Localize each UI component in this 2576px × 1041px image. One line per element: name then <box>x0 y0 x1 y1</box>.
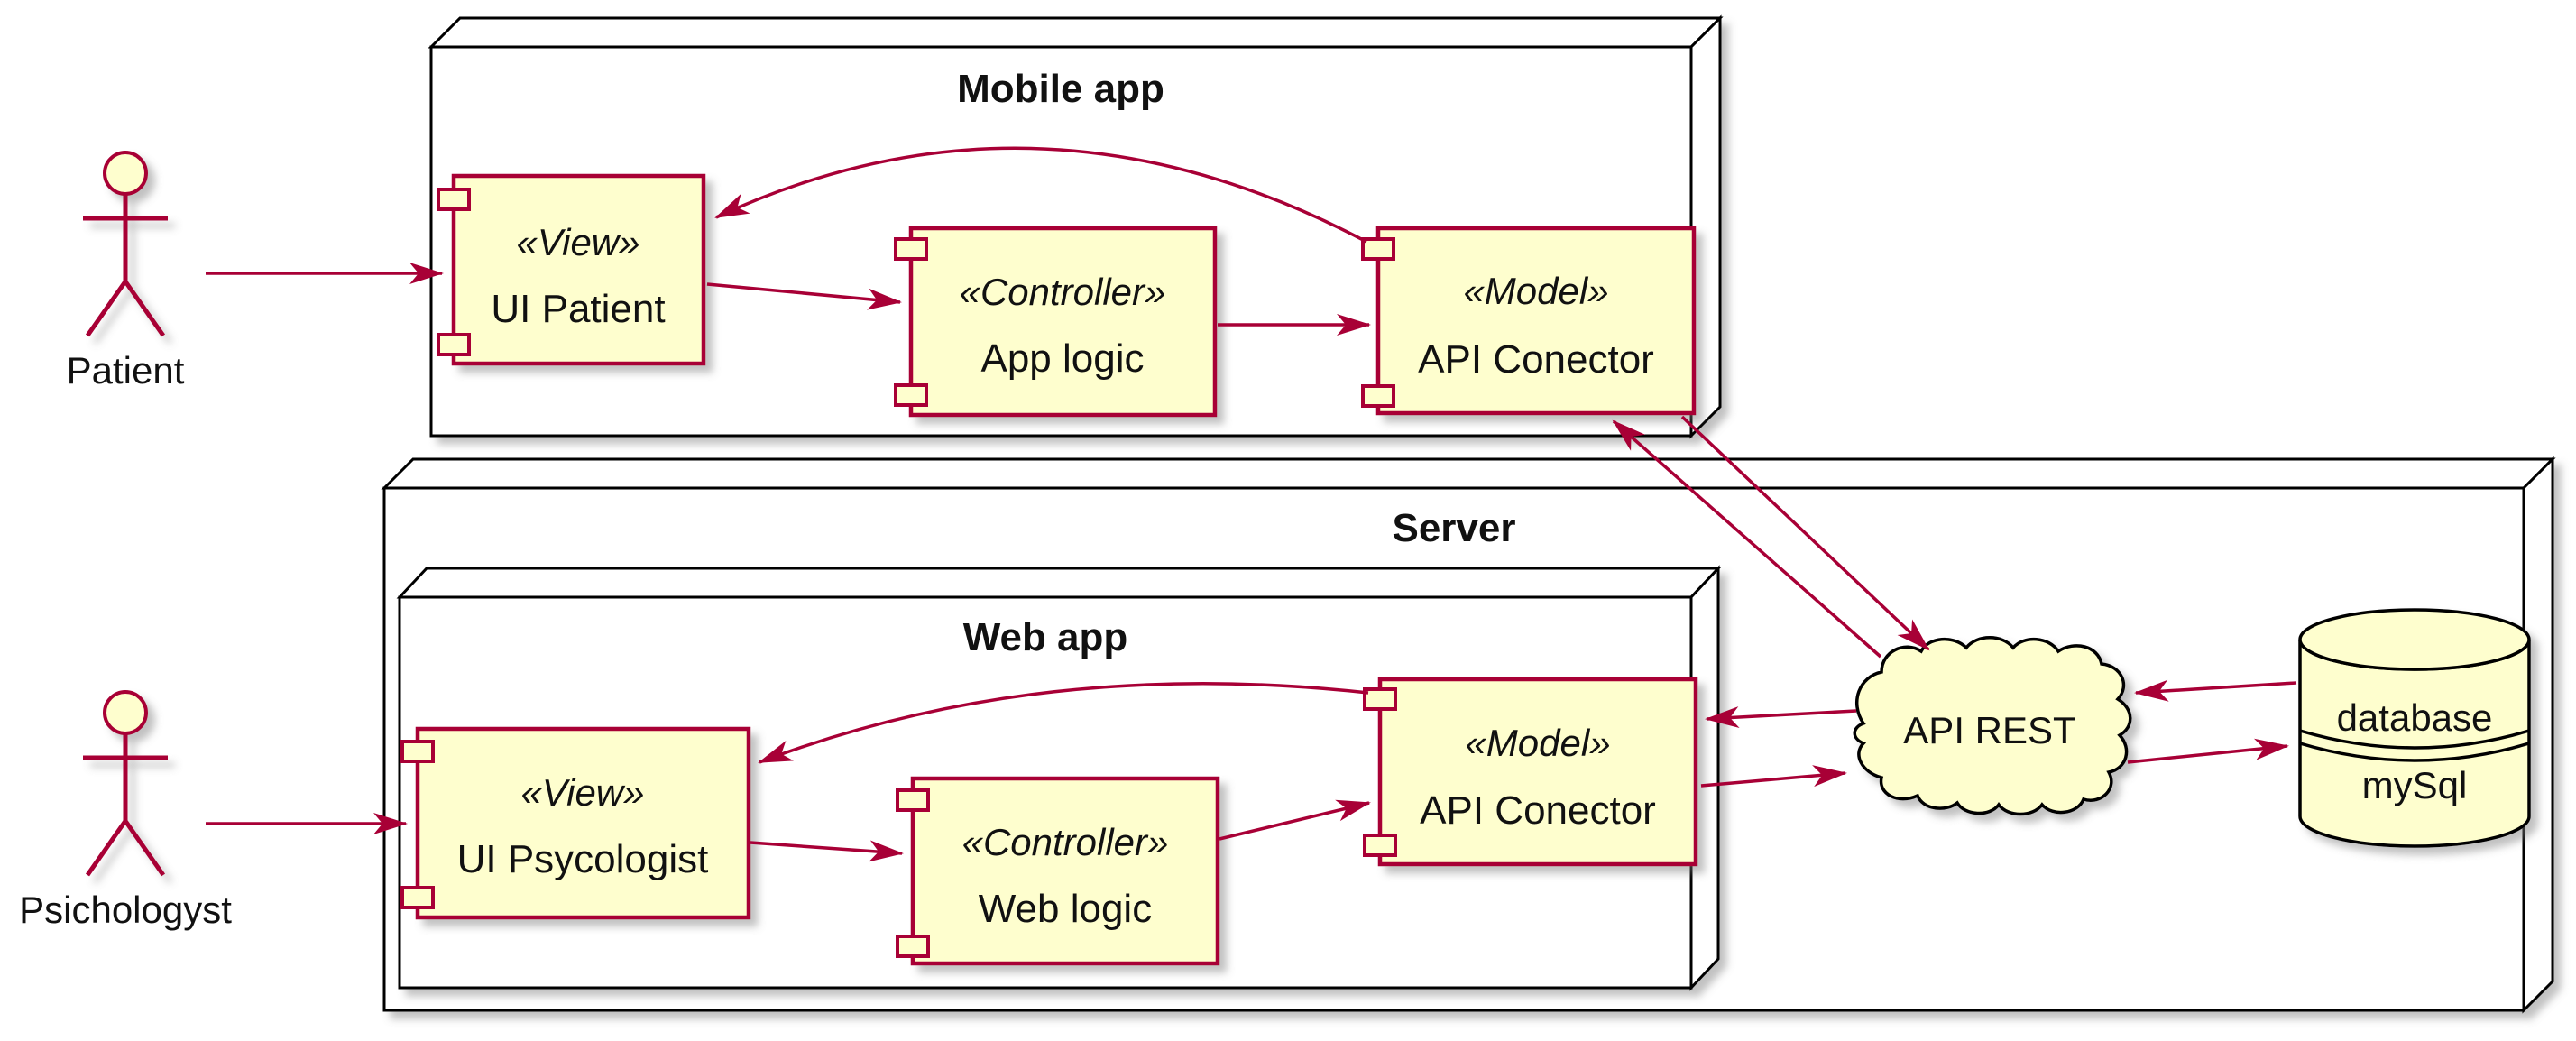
actor-patient <box>83 151 168 337</box>
web-app-top-face <box>396 567 1722 599</box>
component-ui-psycologist: «View» UI Psycologist <box>400 726 751 920</box>
ui-patient-port-bottom <box>437 333 471 356</box>
ui-psycologist-port-top <box>400 740 435 763</box>
web-app-title: Web app <box>963 615 1128 659</box>
ui-patient-port-top <box>437 188 471 211</box>
database-label: database <box>2337 696 2493 739</box>
connections <box>206 146 2297 862</box>
server-title: Server <box>1392 506 1515 550</box>
component-api-conector-web: «Model» API Conector <box>1363 677 1698 867</box>
component-app-logic: «Controller» App logic <box>894 226 1218 418</box>
database-divider-2 <box>2299 742 2530 762</box>
app-logic-stereotype: «Controller» <box>960 271 1166 313</box>
server-top-face <box>381 457 2556 490</box>
actor-psichologyst <box>83 690 168 877</box>
edge-api-conector-web-to-ui-psycologist <box>758 682 1369 764</box>
component-web-logic: «Controller» Web logic <box>896 776 1220 966</box>
cloud-shape <box>1853 636 2132 816</box>
edge-api-conector-web-to-cloud <box>1700 765 1847 788</box>
cloud-api-rest <box>1853 636 2132 816</box>
actor-psichologyst-body <box>83 733 168 877</box>
app-logic-port-bottom <box>894 383 928 407</box>
api-conector-web-box <box>1377 677 1698 867</box>
ui-patient-stereotype: «View» <box>517 221 640 263</box>
api-conector-web-name: API Conector <box>1420 788 1656 833</box>
ui-psycologist-name: UI Psycologist <box>457 837 709 881</box>
database-top <box>2298 608 2531 671</box>
web-logic-port-top <box>896 788 930 812</box>
web-logic-port-bottom <box>896 935 930 958</box>
api-conector-web-port-bottom <box>1363 834 1397 857</box>
database-cylinder <box>2298 608 2531 848</box>
edge-ui-psycologist-to-web-logic <box>750 840 904 862</box>
edge-web-logic-to-api-conector-web <box>1219 799 1371 841</box>
database-sublabel: mySql <box>2362 764 2468 806</box>
ui-psycologist-stereotype: «View» <box>521 771 645 814</box>
mobile-app-title: Mobile app <box>957 67 1164 111</box>
edge-cloud-to-api-conector-web <box>1705 706 1857 729</box>
cloud-label: API REST <box>1903 709 2075 751</box>
api-conector-mobile-stereotype: «Model» <box>1463 270 1608 312</box>
actor-psichologyst-label: Psichologyst <box>19 889 232 931</box>
actor-patient-head <box>103 151 148 196</box>
api-conector-web-stereotype: «Model» <box>1465 722 1610 764</box>
edge-api-conector-mobile-to-ui-patient <box>714 146 1367 244</box>
edge-cloud-to-api-conector-mobile <box>1612 419 1882 659</box>
api-conector-mobile-box <box>1375 226 1697 416</box>
mobile-app-top-face <box>428 16 1724 49</box>
ui-psycologist-box <box>415 726 751 920</box>
edge-ui-patient-to-app-logic <box>706 282 902 310</box>
app-logic-port-top <box>894 237 928 261</box>
web-logic-box <box>910 776 1220 966</box>
web-logic-stereotype: «Controller» <box>962 821 1169 863</box>
app-logic-name: App logic <box>980 336 1144 381</box>
api-conector-mobile-name: API Conector <box>1418 337 1654 382</box>
edge-api-conector-mobile-to-cloud <box>1680 415 1930 651</box>
actor-patient-body <box>83 194 168 337</box>
actor-patient-label: Patient <box>67 349 185 392</box>
app-logic-box <box>908 226 1218 418</box>
api-conector-mobile-port-bottom <box>1361 384 1395 408</box>
actor-psichologyst-head <box>103 690 148 735</box>
edge-database-to-cloud <box>2134 679 2297 702</box>
ui-patient-box <box>451 173 706 366</box>
ui-psycologist-port-bottom <box>400 886 435 909</box>
database-divider-1 <box>2299 729 2530 750</box>
web-logic-name: Web logic <box>979 887 1152 931</box>
api-conector-web-port-top <box>1363 687 1397 711</box>
component-ui-patient: «View» UI Patient <box>437 173 706 366</box>
api-conector-mobile-port-top <box>1361 237 1395 261</box>
component-api-conector-mobile: «Model» API Conector <box>1361 226 1697 416</box>
ui-patient-name: UI Patient <box>491 287 665 331</box>
edge-cloud-to-database <box>2127 738 2289 764</box>
